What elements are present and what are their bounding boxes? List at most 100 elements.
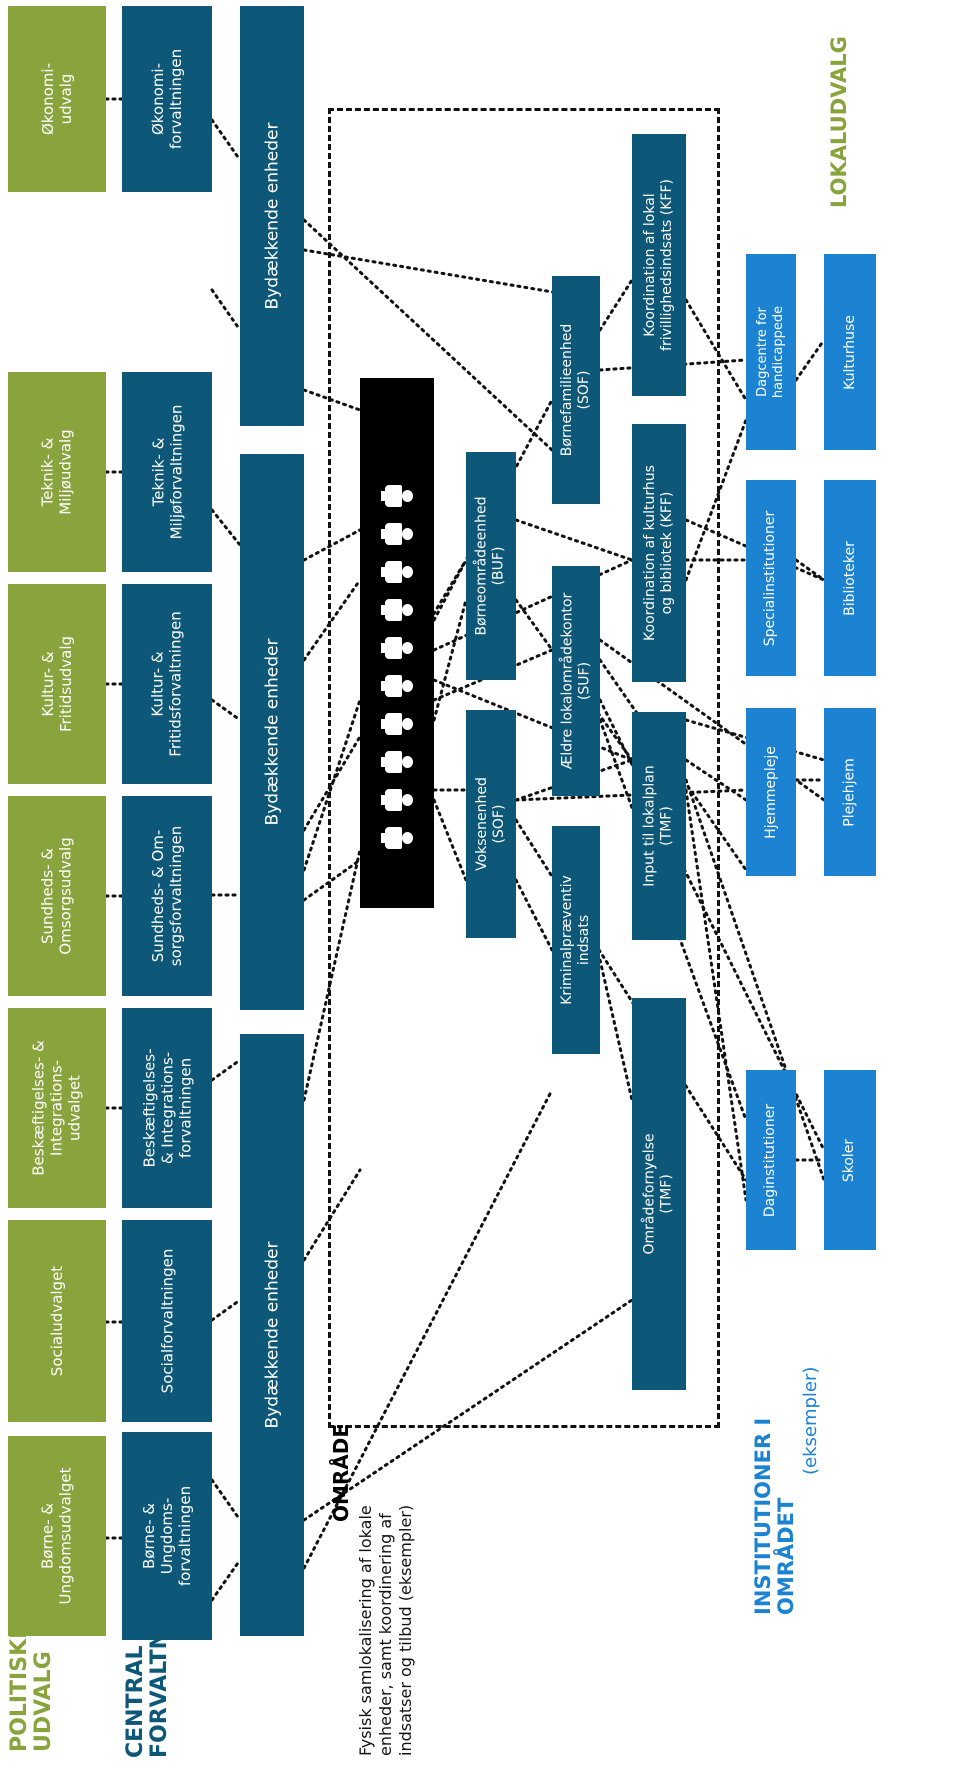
person-icon bbox=[381, 634, 413, 662]
connector-line bbox=[302, 388, 362, 412]
connector-line bbox=[302, 1088, 554, 1570]
committee-kultur: Kultur- & Fritidsudvalg bbox=[8, 584, 106, 784]
institutions-heading: INSTITUTIONER I OMRÅDET bbox=[751, 1417, 798, 1615]
admin-label: Kultur- & Fritidsforvaltningen bbox=[149, 611, 185, 757]
connector-line bbox=[210, 1558, 242, 1602]
connector-line bbox=[684, 788, 748, 1202]
area-heading: OMRÅDE bbox=[329, 1423, 353, 1522]
person-icon bbox=[381, 520, 413, 548]
person-icon bbox=[381, 748, 413, 776]
connector-line bbox=[210, 1478, 242, 1522]
inst-specialinstitutioner: Specialinstitutioner bbox=[746, 480, 796, 676]
admin-label: Økonomi- forvaltningen bbox=[149, 48, 185, 150]
committee-boerne-ungdom: Børne- & Ungdomsudvalget bbox=[8, 1436, 106, 1636]
admin-oekonomi: Økonomi- forvaltningen bbox=[122, 6, 212, 192]
inst-dagcentre: Dagcentre for handicappede bbox=[746, 254, 796, 450]
city-wide-units-2: Bydækkende enheder bbox=[240, 454, 304, 1010]
committee-label: Sundheds- & Omsorgsudvalg bbox=[39, 837, 75, 955]
admin-label: Sundheds- & Om- sorgsforvaltningen bbox=[149, 825, 186, 967]
area-boundary bbox=[328, 108, 720, 1428]
committee-label: Børne- & Ungdomsudvalget bbox=[39, 1467, 75, 1605]
institution-label: Kulturhuse bbox=[841, 314, 858, 390]
connector-line bbox=[514, 518, 634, 562]
connector-line bbox=[302, 698, 362, 872]
unit-label: Kriminalpræventiv indsats bbox=[559, 875, 592, 1005]
person-icon bbox=[381, 672, 413, 700]
institution-label: Biblioteker bbox=[841, 540, 858, 616]
admin-label: Børne- & Ungdoms- forvaltningen bbox=[140, 1485, 194, 1587]
inst-plejehjem: Plejehjem bbox=[824, 708, 876, 876]
committee-label: Beskæftigelses- & Integrations- udvalget bbox=[30, 1040, 84, 1176]
unit-frivillig: Koordination af lokal frivillighedsindsa… bbox=[632, 134, 686, 396]
committee-label: Økonomi- udvalg bbox=[38, 62, 75, 136]
unit-lokalplan: Input til lokalplan (TMF) bbox=[632, 712, 686, 940]
city-wide-units-label: Bydækkende enheder bbox=[262, 122, 283, 310]
connector-line bbox=[598, 958, 634, 1102]
person-icon bbox=[381, 786, 413, 814]
person-icon bbox=[381, 482, 413, 510]
admin-sundhed: Sundheds- & Om- sorgsforvaltningen bbox=[122, 796, 212, 996]
admin-teknik: Teknik- & Miljøforvaltningen bbox=[122, 372, 212, 572]
institution-label: Daginstitutioner bbox=[762, 1103, 779, 1217]
inst-kulturhuse: Kulturhuse bbox=[824, 254, 876, 450]
connector-line bbox=[210, 508, 242, 547]
unit-omradefornyelse: Områdefornyelse (TMF) bbox=[632, 998, 686, 1390]
connector-line bbox=[684, 298, 748, 402]
institution-label: Plejehjem bbox=[841, 757, 858, 827]
committee-label: Socialudvalget bbox=[48, 1265, 66, 1377]
admin-kultur: Kultur- & Fritidsforvaltningen bbox=[122, 584, 212, 784]
connector-line bbox=[598, 278, 634, 332]
connector-line bbox=[514, 788, 748, 802]
admin-label: Beskæftigelses- & Integrations- forvaltn… bbox=[140, 1048, 195, 1168]
connector-line bbox=[684, 518, 826, 582]
institution-label: Dagcentre for handicappede bbox=[755, 305, 786, 399]
connector-line bbox=[210, 288, 242, 332]
connector-line bbox=[210, 1058, 242, 1082]
inst-skoler: Skoler bbox=[824, 1070, 876, 1250]
person-icon bbox=[381, 824, 413, 852]
connector-line bbox=[302, 578, 362, 662]
inst-daginstitutioner: Daginstitutioner bbox=[746, 1070, 796, 1250]
connector-line bbox=[514, 878, 554, 952]
institution-label: Specialinstitutioner bbox=[762, 510, 779, 646]
unit-label: Børneområdeenhed (BUF) bbox=[474, 496, 508, 636]
connector-line bbox=[210, 1298, 242, 1322]
unit-aeldre: Ældre lokalområdekontor (SUF) bbox=[552, 566, 600, 796]
unit-voksen: Voksenenhed (SOF) bbox=[466, 710, 516, 938]
connector-line bbox=[684, 778, 826, 1182]
unit-label: Voksenenhed (SOF) bbox=[474, 777, 507, 871]
committee-beskaeftigelse: Beskæftigelses- & Integrations- udvalget bbox=[8, 1008, 106, 1208]
connector-line bbox=[432, 798, 468, 882]
city-wide-units-label: Bydækkende enheder bbox=[262, 638, 283, 826]
connector-line bbox=[794, 558, 826, 582]
connector-line bbox=[432, 598, 468, 722]
admin-label: Teknik- & Miljøforvaltningen bbox=[149, 404, 185, 540]
connector-line bbox=[794, 338, 826, 382]
inst-hjemmepleje: Hjemmepleje bbox=[746, 708, 796, 876]
unit-borneomrade: Børneområdeenhed (BUF) bbox=[466, 452, 516, 680]
person-icon bbox=[381, 596, 413, 624]
unit-label: Områdefornyelse (TMF) bbox=[642, 1133, 676, 1255]
unit-kriminal: Kriminalpræventiv indsats bbox=[552, 826, 600, 1054]
connector-line bbox=[684, 758, 748, 802]
unit-label: Børnefamilieenhed (SOF) bbox=[559, 323, 593, 457]
admin-beskaeftigelse: Beskæftigelses- & Integrations- forvaltn… bbox=[122, 1008, 212, 1208]
committee-oekonomi: Økonomi- udvalg bbox=[8, 6, 106, 192]
connector-line bbox=[302, 248, 602, 302]
person-icon bbox=[381, 558, 413, 586]
unit-label: Koordination af kulturhus og bibliotek (… bbox=[642, 465, 675, 641]
connector-line bbox=[210, 118, 242, 162]
unit-kulturhus: Koordination af kulturhus og bibliotek (… bbox=[632, 424, 686, 682]
connector-line bbox=[302, 848, 362, 1102]
city-wide-units-label: Bydækkende enheder bbox=[262, 1241, 283, 1429]
unit-label: Ældre lokalområdekontor (SUF) bbox=[559, 592, 593, 770]
connector-line bbox=[684, 418, 748, 582]
admin-social: Socialforvaltningen bbox=[122, 1220, 212, 1422]
committee-teknik: Teknik- & Miljøudvalg bbox=[8, 372, 106, 572]
institutions-subheading: (eksempler) bbox=[800, 1366, 821, 1475]
city-wide-units-3: Bydækkende enheder bbox=[240, 6, 304, 426]
connector-line bbox=[302, 1298, 634, 1522]
committee-social: Socialudvalget bbox=[8, 1220, 106, 1422]
inst-biblioteker: Biblioteker bbox=[824, 480, 876, 676]
